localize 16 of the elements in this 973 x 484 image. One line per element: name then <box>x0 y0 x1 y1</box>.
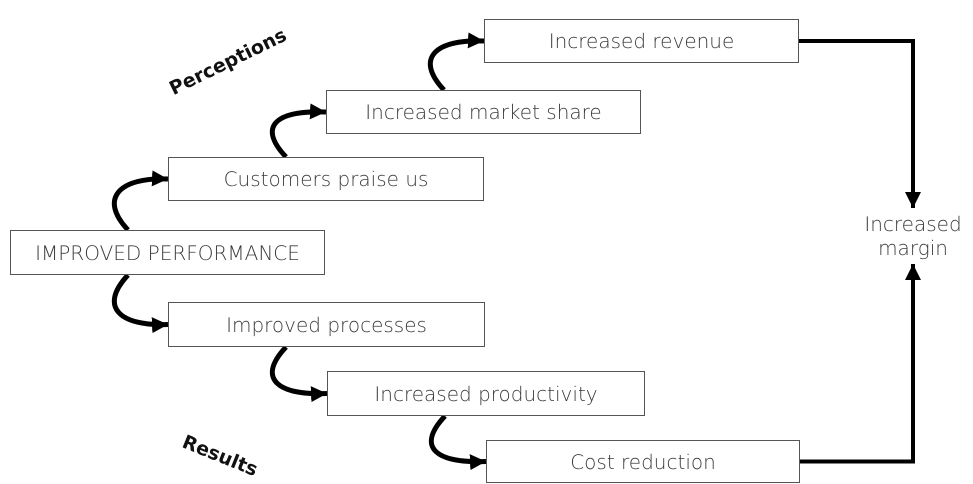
process-box: IMPROVED PERFORMANCE <box>10 230 325 275</box>
process-box: Increased revenue <box>484 19 799 63</box>
elbow-arrow <box>799 39 921 208</box>
process-box: Increased market share <box>326 90 641 134</box>
process-box: Cost reduction <box>486 440 800 483</box>
curved-arrow <box>428 414 486 470</box>
curved-arrow <box>112 273 168 333</box>
elbow-arrow <box>800 264 921 464</box>
curved-arrow <box>428 32 484 92</box>
curved-arrow <box>270 104 326 159</box>
process-box: Customers praise us <box>168 157 484 201</box>
process-box: Increased productivity <box>327 371 645 416</box>
curved-arrow <box>270 345 328 402</box>
outcome-label: Increased margin <box>853 208 973 264</box>
curved-arrow <box>112 170 168 232</box>
process-box: Improved processes <box>168 302 485 347</box>
